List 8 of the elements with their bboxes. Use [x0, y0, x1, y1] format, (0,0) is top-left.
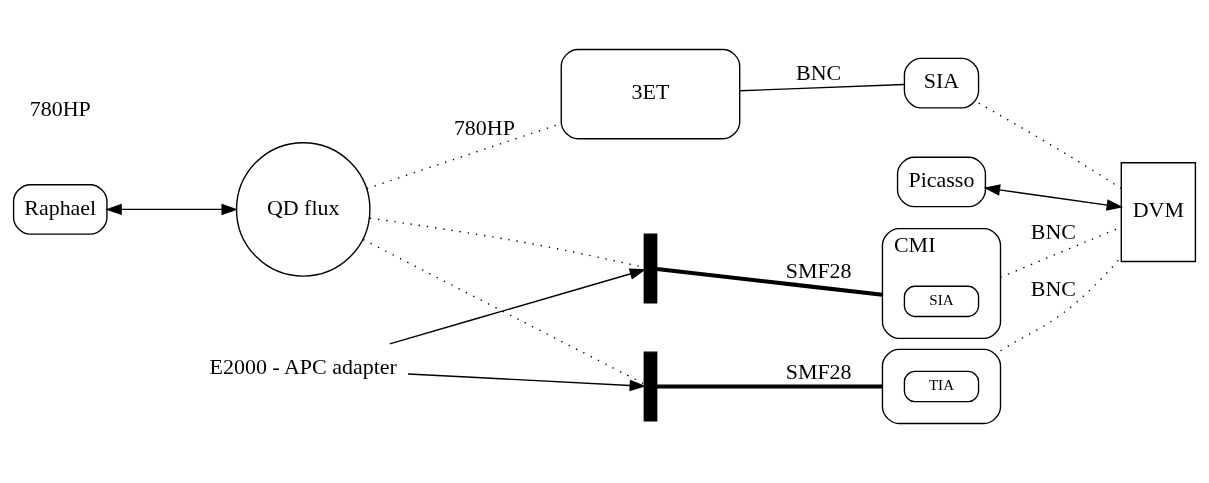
edge-label: SMF28 [785, 257, 852, 283]
edge-label: BNC [1030, 275, 1076, 301]
edge-label: 780HP [453, 114, 515, 140]
edge-label: BNC [1030, 218, 1076, 244]
edge-label: BNC [796, 59, 842, 85]
node-text: E2000 - APC adapter [209, 353, 397, 379]
edge-label: SMF28 [785, 358, 852, 384]
label: 780HP [29, 95, 91, 121]
